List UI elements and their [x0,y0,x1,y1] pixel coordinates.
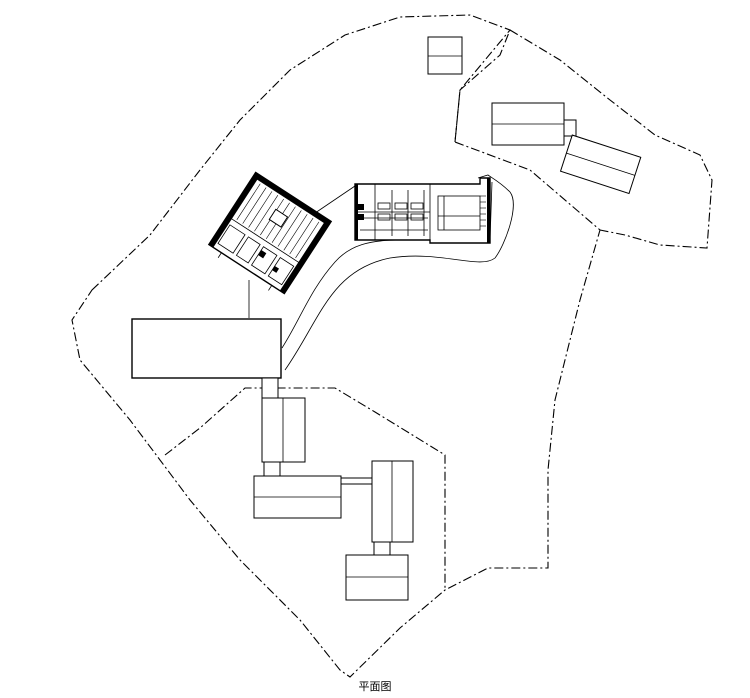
link-corridor-1 [261,377,279,401]
south-building-b [253,475,342,519]
plan-caption: 平面图 [358,680,392,693]
south-building-a [261,397,306,463]
south-building-c [371,460,414,543]
link-corridor-3 [340,477,373,485]
south-buildings [253,377,414,601]
center-building [354,177,491,244]
east-building-a [491,102,577,146]
northeast-buildings [427,36,642,195]
hatch-pattern [236,183,320,259]
road-outer-curve [284,174,514,371]
rotated-building [207,171,333,295]
link-corridor-4 [373,541,391,557]
main-site-boundary [71,14,601,678]
northeast-site-boundary [509,29,713,249]
south-building-d [345,554,409,601]
south-site-boundary [164,387,446,590]
small-pavilion [427,36,463,75]
link-corridor-2 [263,461,281,478]
main-block-building [131,318,282,379]
site-boundaries [71,14,713,678]
east-building-b [559,134,642,195]
